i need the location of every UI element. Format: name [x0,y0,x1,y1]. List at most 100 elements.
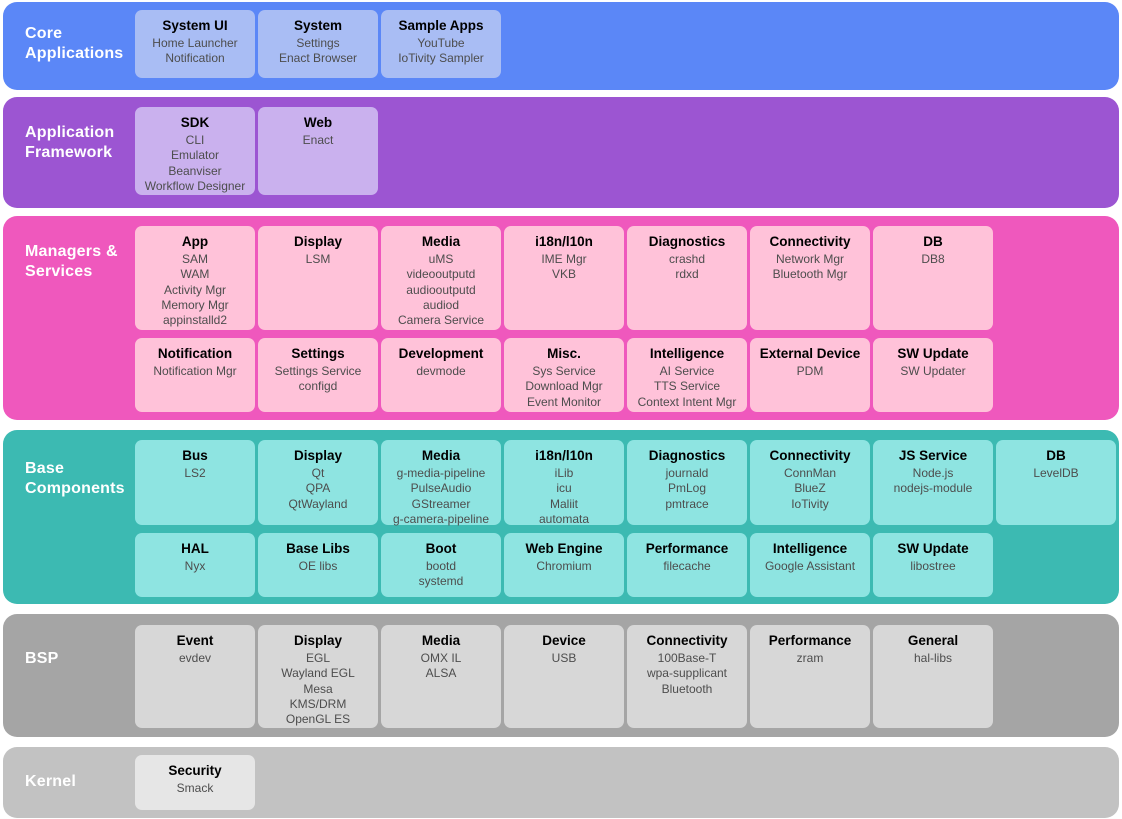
card-item: USB [551,651,577,665]
card-item: Smack [176,781,214,795]
card-title: Misc. [547,346,581,361]
card-item: Activity Mgr [163,282,226,297]
card-item: audiooutputd [406,282,476,297]
card-item: SW Updater [900,364,966,378]
card-item: CLI [185,133,205,147]
card-item: rdxd [675,267,699,282]
card-item: Network Mgr [775,252,844,266]
card-item: Mesa [303,681,333,696]
card-item: IME Mgr [541,252,587,266]
card-item: pmtrace [665,496,709,511]
card-title: DB [923,234,943,249]
card-item: bootd [425,559,457,573]
card-event: Event evdev [135,625,255,728]
card-title: Connectivity [769,234,851,249]
card-item: zram [796,651,824,665]
card-item: Bluetooth Mgr [772,267,848,282]
card-item: Notification Mgr [153,364,237,378]
card-title: Settings [291,346,345,361]
layer-label-base-components: Base Components [25,460,125,497]
card-item: automata [538,511,590,526]
card-item: YouTube [417,36,465,50]
card-item: OpenGL ES [285,712,351,727]
card-item: journald [665,466,709,480]
card-title: External Device [759,346,861,361]
card-item: KMS/DRM [289,696,347,711]
card-title: Media [421,448,461,463]
card-title: Base Libs [286,541,350,556]
card-item: filecache [663,559,711,573]
card-item: OE libs [298,559,338,573]
card-item: evdev [178,651,212,665]
card-item: SAM [181,252,208,266]
card-item: Home Launcher [152,36,238,50]
card-item: Workflow Designer [144,178,246,193]
card-item: Sys Service [532,364,596,378]
card-item: WAM [180,267,210,282]
card-item: uMS [428,252,454,266]
card-title: Event [176,633,214,648]
card-item: systemd [418,574,464,589]
card-item: Emulator [170,148,220,163]
card-title: App [181,234,209,249]
card-sw-update: SW Update SW Updater [873,338,993,412]
layer-label-kernel: Kernel [25,773,76,790]
card-title: SW Update [897,541,969,556]
card-title: Intelligence [772,541,848,556]
card-title: Connectivity [769,448,851,463]
card-item: IoTivity Sampler [398,51,484,66]
card-item: Google Assistant [764,559,856,573]
card-item: LSM [305,252,331,266]
card-item: Camera Service [397,313,485,328]
card-item: nodejs-module [893,481,973,496]
card-item: Qt [311,466,325,480]
card-title: Intelligence [649,346,725,361]
card-item: IoTivity [791,496,829,511]
card-title: System [293,18,343,33]
card-title: Sample Apps [398,18,484,33]
card-item: configd [298,379,338,394]
card-item: Event Monitor [526,394,602,409]
card-title: Display [293,234,343,249]
card-item: Settings [296,36,340,50]
layer-label-bsp: BSP [25,650,59,667]
card-item: PulseAudio [410,481,472,496]
card-item: appinstalld2 [162,313,228,328]
card-item: BlueZ [794,481,826,496]
card-item: Node.js [912,466,954,480]
card-title: Web Engine [525,541,603,556]
card-item: GStreamer [411,496,471,511]
card-title: SW Update [897,346,969,361]
card-item: Beanviser [168,163,222,178]
card-title: JS Service [898,448,968,463]
card-title: i18n/l10n [535,234,593,249]
card-item: Notification [165,51,225,66]
